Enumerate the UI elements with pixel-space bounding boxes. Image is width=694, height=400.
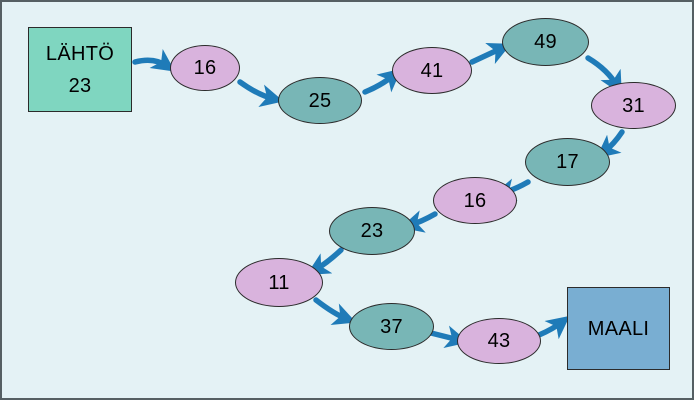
node-label: 23 (360, 220, 384, 242)
start-node[interactable]: LÄHTÖ 23 (28, 27, 132, 112)
edge-23-to-11 (306, 247, 344, 275)
node-label: 25 (308, 89, 332, 112)
node-11[interactable]: 11 (235, 258, 323, 307)
node-16-a[interactable]: 16 (170, 45, 240, 91)
node-label: 16 (463, 189, 487, 212)
node-label: 37 (380, 315, 403, 338)
start-node-value: 23 (68, 74, 92, 97)
node-37[interactable]: 37 (349, 303, 434, 350)
node-23[interactable]: 23 (329, 207, 415, 255)
edge-25-to-41 (362, 68, 402, 95)
node-label: 49 (534, 31, 557, 53)
goal-node-label: MAALI (587, 317, 650, 340)
node-25[interactable]: 25 (278, 77, 362, 124)
node-label: 41 (420, 59, 444, 82)
node-label: 31 (622, 94, 645, 117)
node-17[interactable]: 17 (525, 138, 610, 186)
node-16-b[interactable]: 16 (433, 177, 517, 224)
node-43[interactable]: 43 (457, 318, 541, 364)
edge-37-to-43 (428, 325, 469, 349)
edge-43-to-goal (536, 315, 570, 340)
edge-11-to-37 (313, 297, 357, 326)
node-41[interactable]: 41 (392, 47, 472, 94)
node-49[interactable]: 49 (502, 18, 589, 66)
edge-41-to-49 (469, 43, 511, 65)
node-label: 16 (193, 57, 217, 79)
goal-node[interactable]: MAALI (567, 287, 670, 370)
edge-49-to-31 (585, 55, 622, 95)
node-label: 11 (268, 271, 290, 294)
node-31[interactable]: 31 (591, 82, 676, 129)
edge-start-to-16 (132, 48, 176, 72)
node-label: 17 (556, 151, 579, 173)
edge-16-to-23 (400, 210, 438, 233)
edge-31-to-17 (596, 129, 625, 159)
start-node-label: LÄHTÖ (45, 42, 115, 65)
node-label: 43 (487, 330, 511, 352)
edge-16-to-25 (237, 79, 284, 107)
